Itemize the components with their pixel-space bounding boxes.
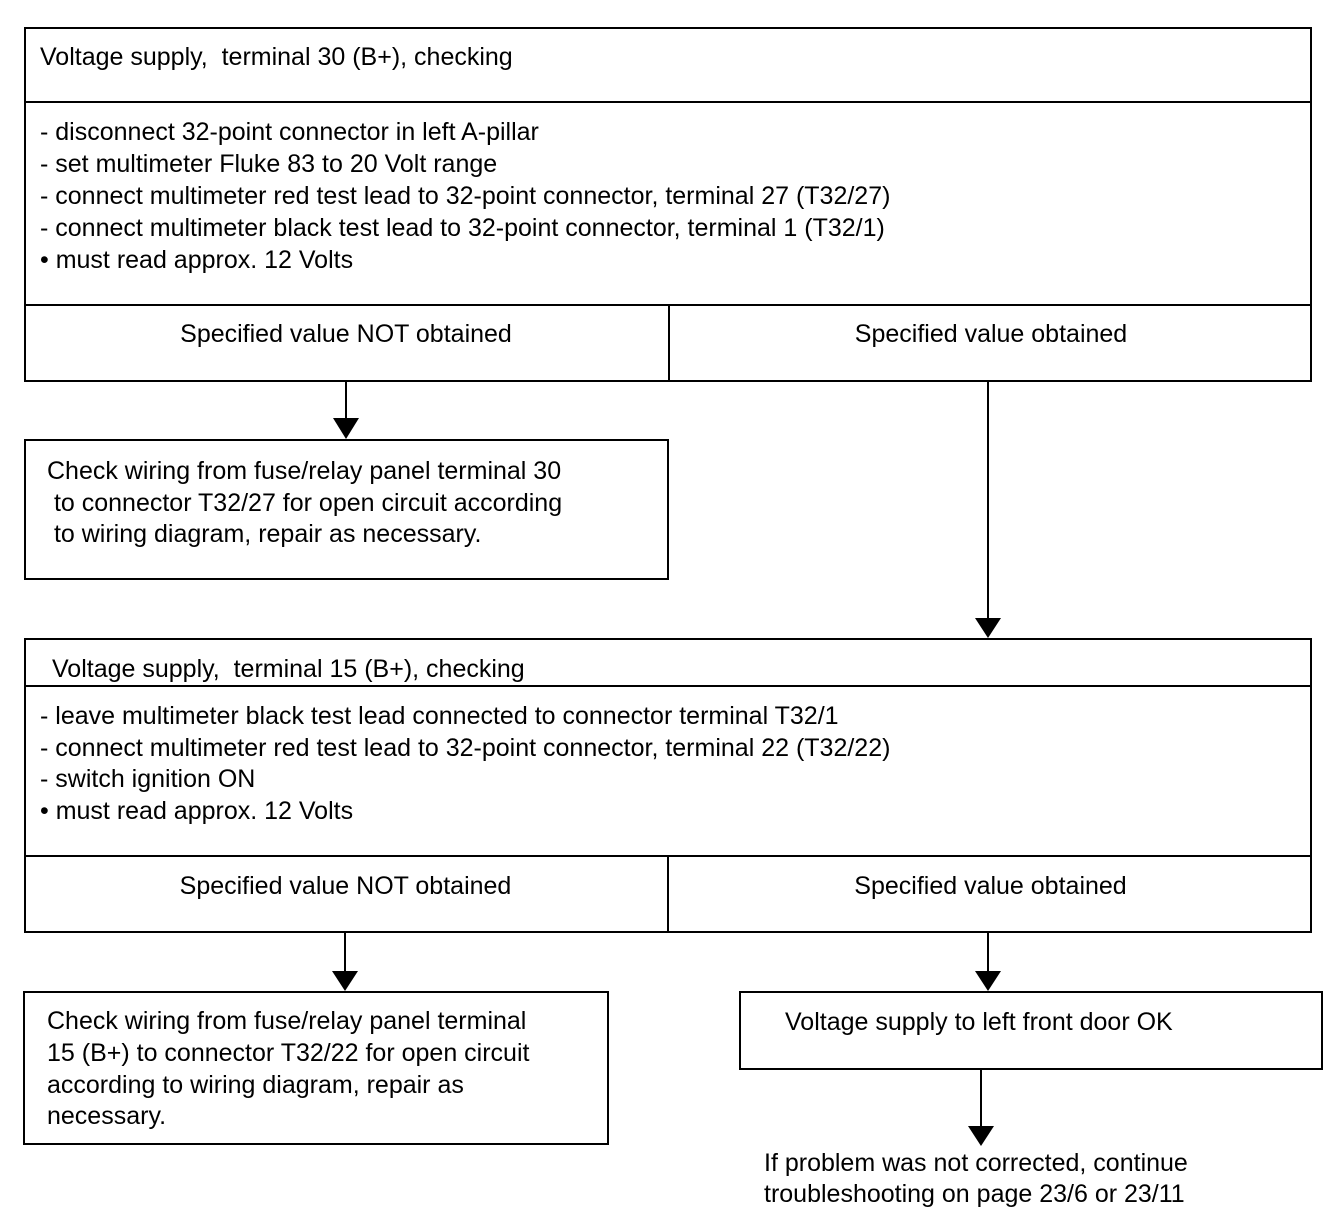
section1-step: - connect multimeter black test lead to … [40, 214, 885, 242]
section1-fix-line: Check wiring from fuse/relay panel termi… [47, 457, 562, 485]
section2-ok-text: Voltage supply to left front door OK [785, 1008, 1173, 1036]
section2-title-divider [24, 685, 1312, 687]
section1-fix-line: to wiring diagram, repair as necessary. [47, 520, 482, 548]
section2-result-split [667, 855, 669, 933]
section2-obtained-label: Specified value obtained [854, 872, 1127, 900]
section1-step: - disconnect 32-point connector in left … [40, 118, 539, 146]
section1-obtained-label: Specified value obtained [854, 320, 1128, 348]
section2-not-obtained-label: Specified value NOT obtained [179, 872, 512, 900]
section2-step: • must read approx. 12 Volts [40, 797, 354, 825]
section2-fix-box [23, 991, 609, 1145]
section2-title: Voltage supply, terminal 15 (B+), checki… [52, 655, 525, 683]
section2-fix-line: according to wiring diagram, repair as [47, 1071, 464, 1099]
section2-step: - switch ignition ON [40, 765, 256, 793]
arrow-s2-obtained [975, 933, 1001, 991]
section2-fix-line: 15 (B+) to connector T32/22 for open cir… [47, 1039, 530, 1067]
section1-fix-line: to connector T32/27 for open circuit acc… [47, 489, 563, 517]
section2-fix-line: necessary. [47, 1102, 167, 1130]
section2-fix-line: Check wiring from fuse/relay panel termi… [47, 1007, 527, 1035]
section1-title: Voltage supply, terminal 30 (B+), checki… [40, 43, 513, 71]
section2-ok-box [739, 991, 1323, 1070]
final-note-line: If problem was not corrected, continue [764, 1149, 1188, 1177]
section2-step: - leave multimeter black test lead conne… [40, 702, 839, 730]
arrow-to-final-note [968, 1070, 994, 1146]
section1-step: - set multimeter Fluke 83 to 20 Volt ran… [40, 150, 498, 178]
section1-step: - connect multimeter red test lead to 32… [40, 182, 891, 210]
section1-fix-box [24, 439, 669, 580]
section2-step: - connect multimeter red test lead to 32… [40, 734, 891, 762]
section1-not-obtained-label: Specified value NOT obtained [180, 320, 512, 348]
section1-result-split [668, 304, 670, 382]
arrow-s1-not-obtained [333, 382, 359, 439]
arrow-s1-obtained [975, 382, 1001, 638]
section1-title-divider [24, 101, 1312, 103]
final-note-line: troubleshooting on page 23/6 or 23/11 [764, 1180, 1185, 1208]
arrow-s2-not-obtained [332, 933, 358, 991]
section1-step: • must read approx. 12 Volts [40, 246, 354, 274]
